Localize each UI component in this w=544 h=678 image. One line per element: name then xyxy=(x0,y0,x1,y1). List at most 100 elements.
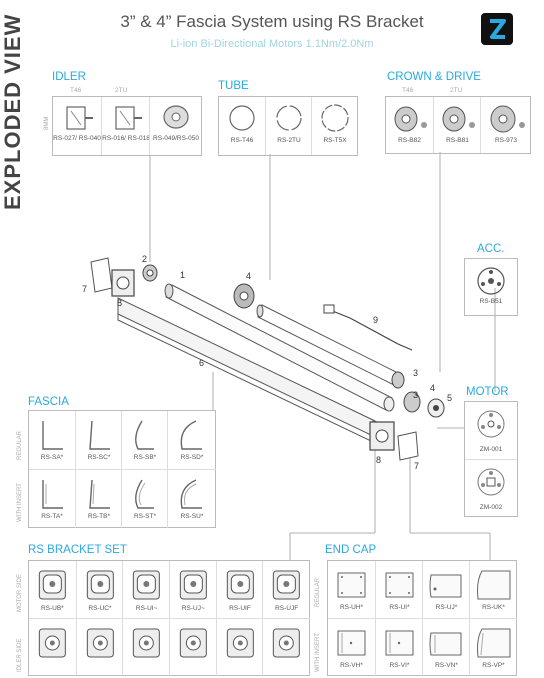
idler-part-icon xyxy=(163,105,189,129)
callout-4: 4 xyxy=(430,383,436,393)
bracket-row-label-motor: MOTOR SIDE xyxy=(17,574,23,612)
callout-4: 4 xyxy=(246,271,252,281)
fascia-item[interactable]: RS-TB* xyxy=(75,469,122,528)
endcap-item[interactable]: RS-VH* xyxy=(328,618,375,676)
bracket-idler-item[interactable] xyxy=(75,618,124,676)
drive-drawing xyxy=(233,283,255,309)
bracket-panel: RS-UB* RS-UC*RS-UI~ RS-UJ~ RS-UIF RS-UJF xyxy=(28,560,310,676)
idler-part-icon xyxy=(66,106,93,130)
motor-section-title: MOTOR xyxy=(466,386,509,398)
idler-bracket-icon xyxy=(38,628,66,658)
idler-panel: RS-027/ RS-040 RS-016/ RS-018 RS-049/RS-… xyxy=(52,96,202,156)
callout-8: 8 xyxy=(117,298,123,308)
bracket-motor-item[interactable]: RS-UJF xyxy=(262,561,310,618)
idler-item[interactable]: RS-027/ RS-040 xyxy=(53,97,101,155)
endcap-square-icon xyxy=(385,572,414,598)
left-bracket-drawing xyxy=(90,257,135,297)
acc-panel[interactable]: RS-B51 xyxy=(464,258,518,316)
fascia-profile-icon xyxy=(135,420,154,450)
fascia-item[interactable]: RS-ST* xyxy=(121,469,168,528)
crown-item[interactable]: RS-B81 xyxy=(433,97,481,153)
fascia-item[interactable]: RS-TA* xyxy=(29,469,75,528)
accessory-disc-icon xyxy=(477,267,505,295)
endcap-square-icon xyxy=(385,630,414,656)
crown-drive-icon xyxy=(490,105,525,133)
fascia-profile-icon xyxy=(135,479,154,509)
callout-7: 7 xyxy=(414,461,420,471)
right-crown-drawing xyxy=(403,391,445,418)
bracket-label: RS-UJF xyxy=(275,605,299,612)
endcap-rounded-icon xyxy=(477,628,511,658)
endcap-row-label-regular: REGULAR xyxy=(315,577,321,607)
fascia-item[interactable]: RS-SB* xyxy=(121,411,168,469)
tube-profile-icon xyxy=(229,105,255,131)
bracket-idler-item[interactable] xyxy=(215,618,264,676)
fascia-profile-icon xyxy=(42,421,63,450)
bracket-idler-item[interactable] xyxy=(262,618,310,676)
fascia-item[interactable]: RS-SA* xyxy=(29,411,75,469)
tube-profile-icon xyxy=(276,105,302,131)
idler-bracket-icon xyxy=(86,628,114,658)
callout-9: 9 xyxy=(373,315,379,325)
bracket-motor-item[interactable]: RS-UI~ xyxy=(122,561,170,618)
endcap-rounded-icon xyxy=(429,574,462,598)
bracket-idler-item[interactable] xyxy=(29,618,76,676)
crown-col-label-2tu: 2TU xyxy=(450,87,463,94)
endcap-item[interactable]: RS-UJ* xyxy=(422,561,470,618)
tube-drawing xyxy=(164,283,395,412)
tube-item[interactable]: RS-T5X xyxy=(311,97,358,155)
fascia-item[interactable]: RS-SD* xyxy=(167,411,216,469)
endcap-item[interactable]: RS-VP* xyxy=(469,618,517,676)
fascia-profile-icon xyxy=(42,480,63,509)
callout-3: 3 xyxy=(413,368,419,378)
bracket-idler-item[interactable] xyxy=(122,618,170,676)
idler-bracket-icon xyxy=(179,628,207,658)
idler-item[interactable]: RS-016/ RS-018 xyxy=(101,97,150,155)
bracket-motor-item[interactable]: RS-UIF xyxy=(215,561,264,618)
idler-col-label-2tu: 2TU xyxy=(115,87,128,94)
motor-bracket-icon xyxy=(133,570,161,600)
crown-item[interactable]: RS-973 xyxy=(480,97,531,153)
motor-bracket-icon xyxy=(179,570,207,600)
bracket-label: RS-UJ~ xyxy=(181,605,205,612)
endcap-item[interactable]: RS-UH* xyxy=(328,561,375,618)
motor-panel: ZM-001 ZM-002 xyxy=(464,401,518,517)
acc-section-title: ACC. xyxy=(477,243,505,255)
bracket-section-title: RS BRACKET SET xyxy=(28,544,127,556)
endcap-item[interactable]: RS-UI* xyxy=(375,561,423,618)
motor-drawing xyxy=(256,304,405,389)
motor-head-icon xyxy=(477,410,505,438)
motor-head-icon xyxy=(477,468,505,496)
idler-part-icon xyxy=(115,106,142,130)
fascia-profile-icon xyxy=(180,420,202,450)
bracket-motor-item[interactable]: RS-UB* xyxy=(29,561,76,618)
crown-panel: RS-B82 RS-B81 RS-973 xyxy=(385,96,531,154)
callout-8: 8 xyxy=(376,455,382,465)
fascia-item[interactable]: RS-SU* xyxy=(167,469,216,528)
idler-item[interactable]: RS-049/RS-050 xyxy=(149,97,202,155)
callout-1: 1 xyxy=(180,270,186,280)
idler-section-title: IDLER xyxy=(52,71,86,83)
motor-bracket-icon xyxy=(273,570,301,600)
fascia-item[interactable]: RS-SC* xyxy=(75,411,122,469)
bracket-motor-item[interactable]: RS-UJ~ xyxy=(169,561,217,618)
tube-item[interactable]: RS-T46 xyxy=(219,97,265,155)
motor-item[interactable]: ZM-002 xyxy=(465,459,517,517)
callout-6: 6 xyxy=(199,358,205,368)
cable-drawing xyxy=(323,304,413,351)
idler-col-label-t46: T46 xyxy=(70,87,82,94)
motor-item[interactable]: ZM-001 xyxy=(465,402,517,459)
bracket-label: RS-UB* xyxy=(40,605,64,612)
crown-item[interactable]: RS-B82 xyxy=(386,97,433,153)
bracket-motor-item[interactable]: RS-UC* xyxy=(75,561,124,618)
idler-bracket-icon xyxy=(133,628,161,658)
endcap-item[interactable]: RS-UK* xyxy=(469,561,517,618)
endcap-item[interactable]: RS-VN* xyxy=(422,618,470,676)
endcap-item[interactable]: RS-VI* xyxy=(375,618,423,676)
fascia-row-label-insert: WITH INSERT xyxy=(17,483,23,522)
tube-item[interactable]: RS-2TU xyxy=(265,97,312,155)
endcap-square-icon xyxy=(337,572,366,598)
bracket-idler-item[interactable] xyxy=(169,618,217,676)
